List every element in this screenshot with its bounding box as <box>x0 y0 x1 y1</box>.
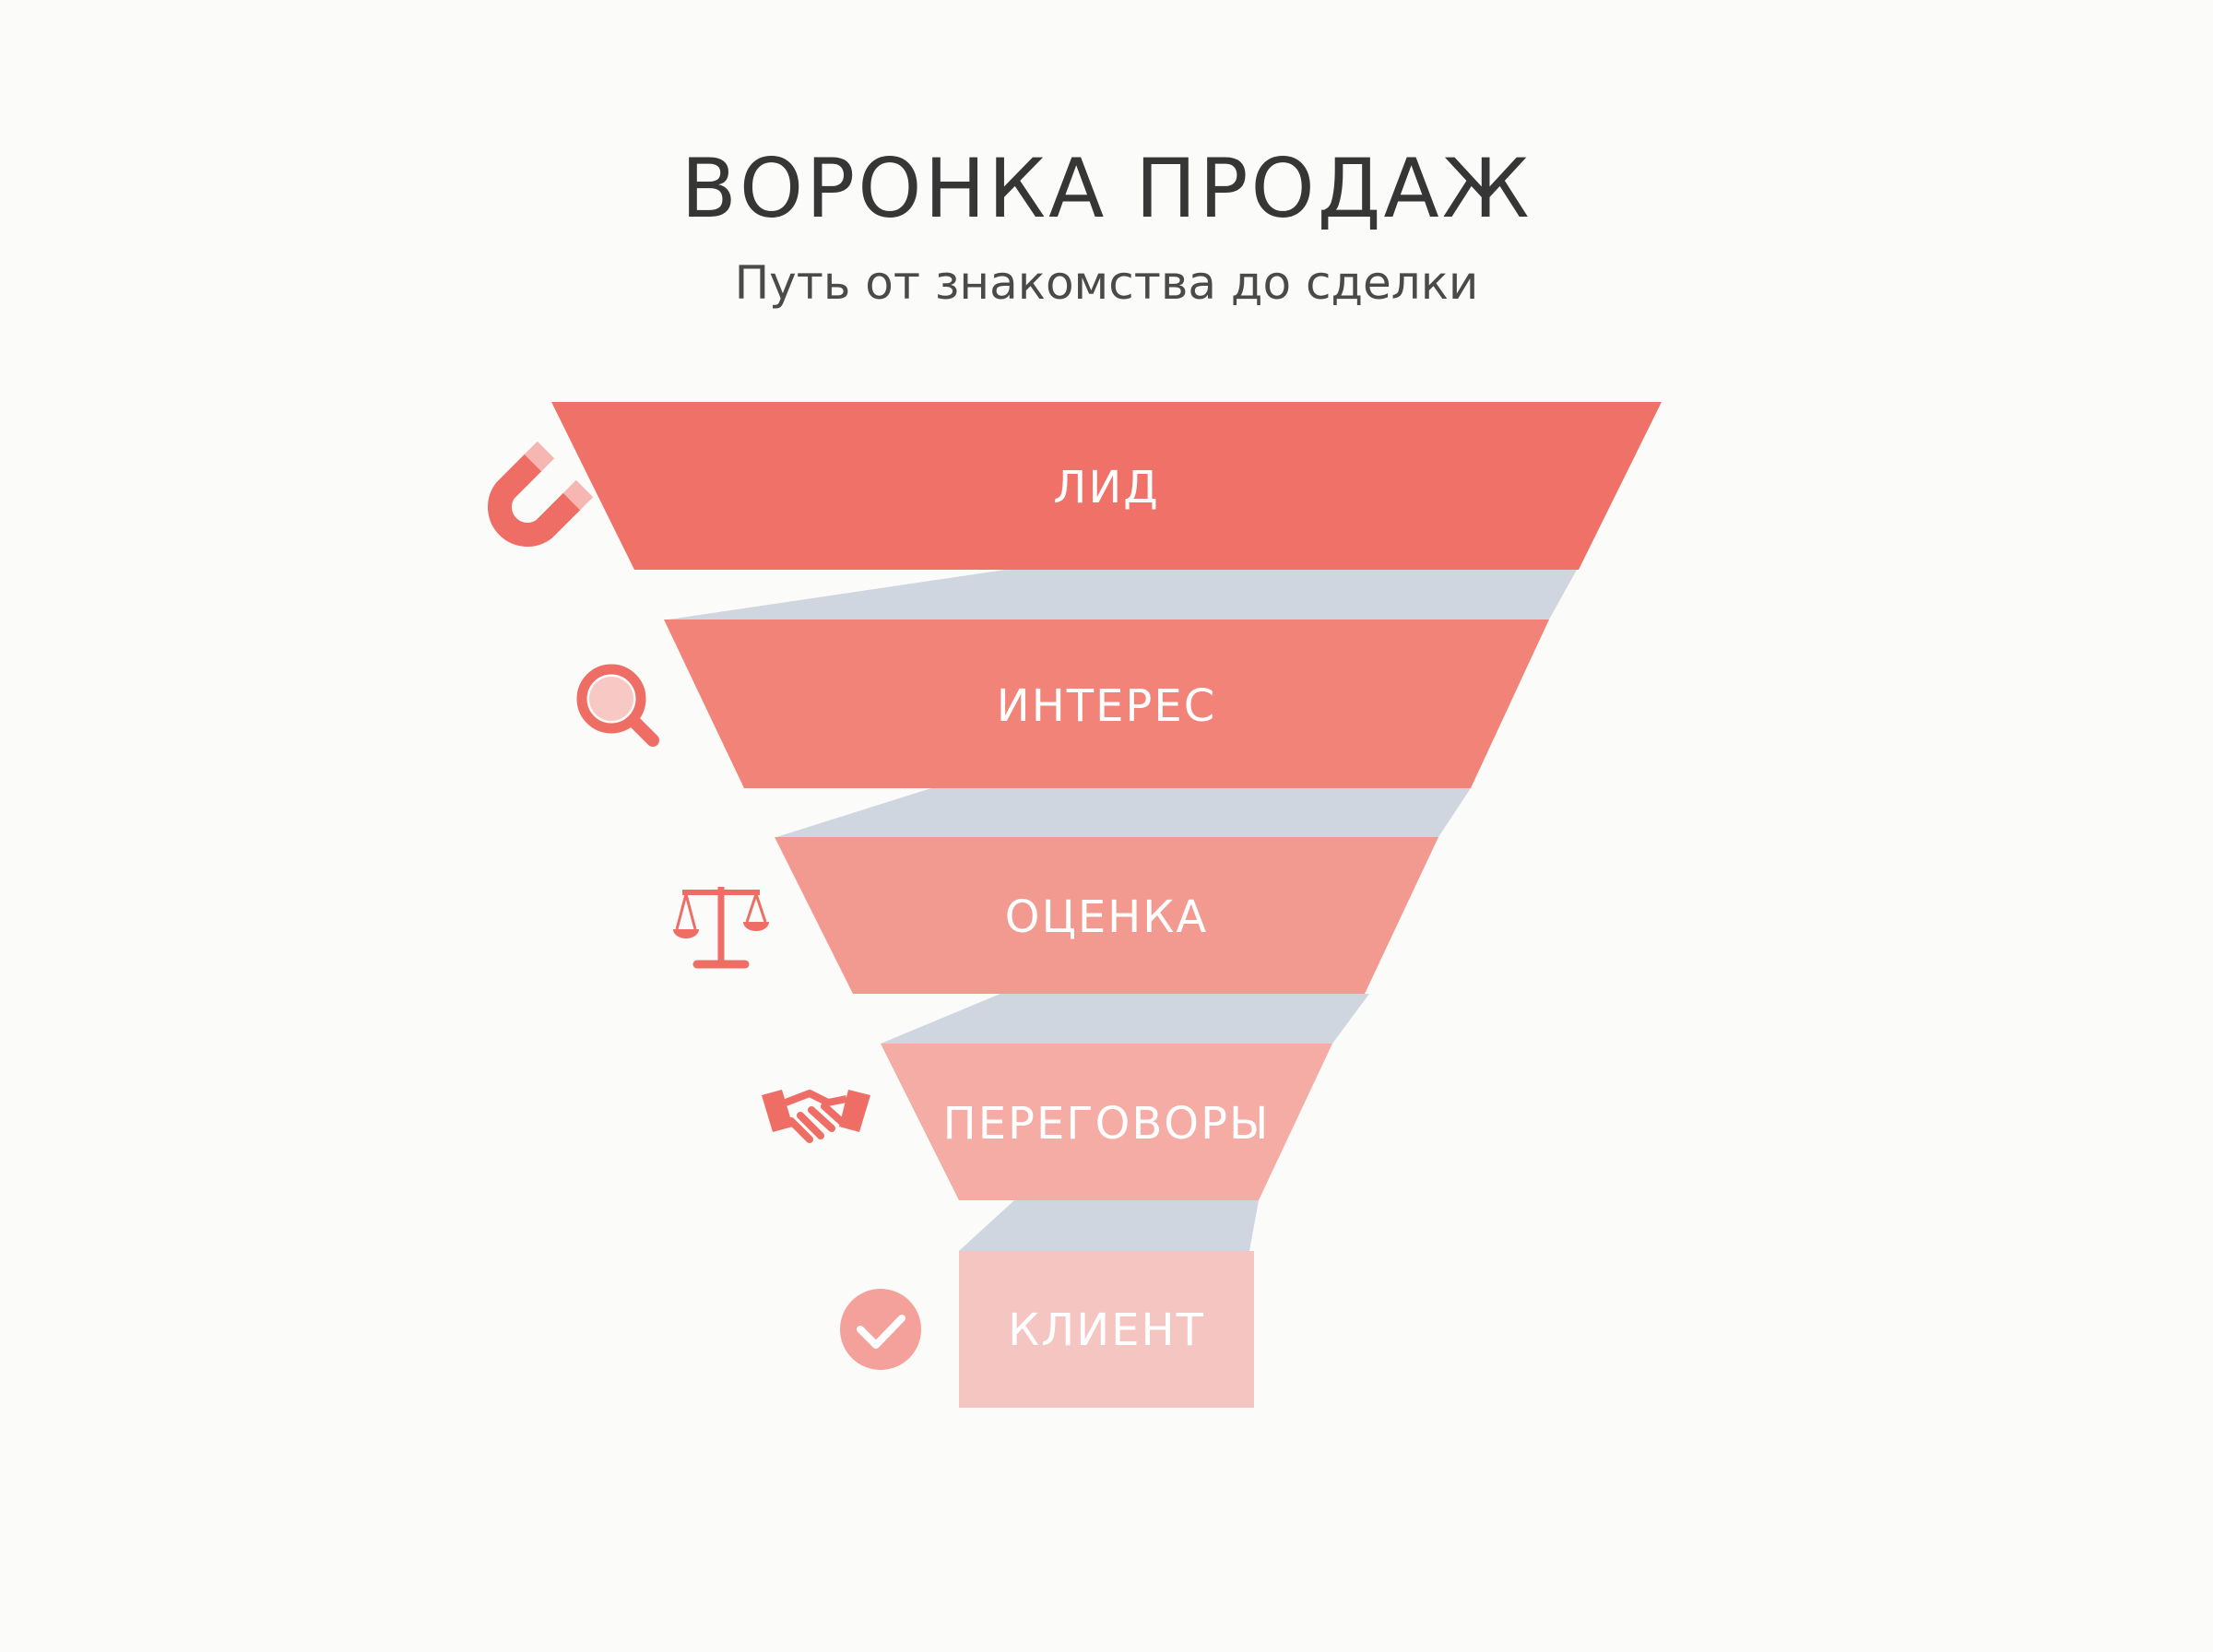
handshake-icon <box>762 1090 870 1143</box>
checkmark-icon <box>840 1289 921 1370</box>
page-title: ВОРОНКА ПРОДАЖ <box>680 141 1533 236</box>
funnel-connectors <box>669 570 1577 1251</box>
funnel-stage-interest: ИНТЕРЕС <box>576 620 1549 788</box>
funnel-stage-negotiation: ПЕРЕГОВОРЫ <box>762 1044 1332 1200</box>
connector-4 <box>959 1200 1259 1251</box>
connector-3 <box>881 994 1369 1044</box>
stage-shape-client <box>959 1251 1254 1408</box>
page-subtitle: Путь от знакомства до сделки <box>734 256 1479 310</box>
funnel-stage-client: КЛИЕНТ <box>840 1251 1254 1408</box>
magnet-icon <box>488 441 594 547</box>
stage-label-evaluation: ОЦЕНКА <box>1005 891 1208 943</box>
stage-label-client: КЛИЕНТ <box>1008 1304 1205 1356</box>
stage-shape-negotiation <box>881 1044 1332 1200</box>
header: ВОРОНКА ПРОДАЖ Путь от знакомства до сде… <box>0 138 2213 315</box>
magnifier-icon <box>576 664 659 747</box>
stage-label-negotiation: ПЕРЕГОВОРЫ <box>943 1098 1271 1150</box>
scales-icon <box>673 887 769 969</box>
stage-label-lead: ЛИД <box>1053 462 1160 513</box>
stage-label-interest: ИНТЕРЕС <box>997 680 1216 732</box>
stage-shape-interest <box>664 620 1549 788</box>
funnel-stage-evaluation: ОЦЕНКА <box>673 837 1438 994</box>
stage-shape-lead <box>551 402 1662 570</box>
stage-shape-evaluation <box>775 837 1438 994</box>
connector-1 <box>669 570 1577 620</box>
connector-2 <box>776 788 1471 837</box>
funnel-stage-lead: ЛИД <box>488 402 1662 570</box>
